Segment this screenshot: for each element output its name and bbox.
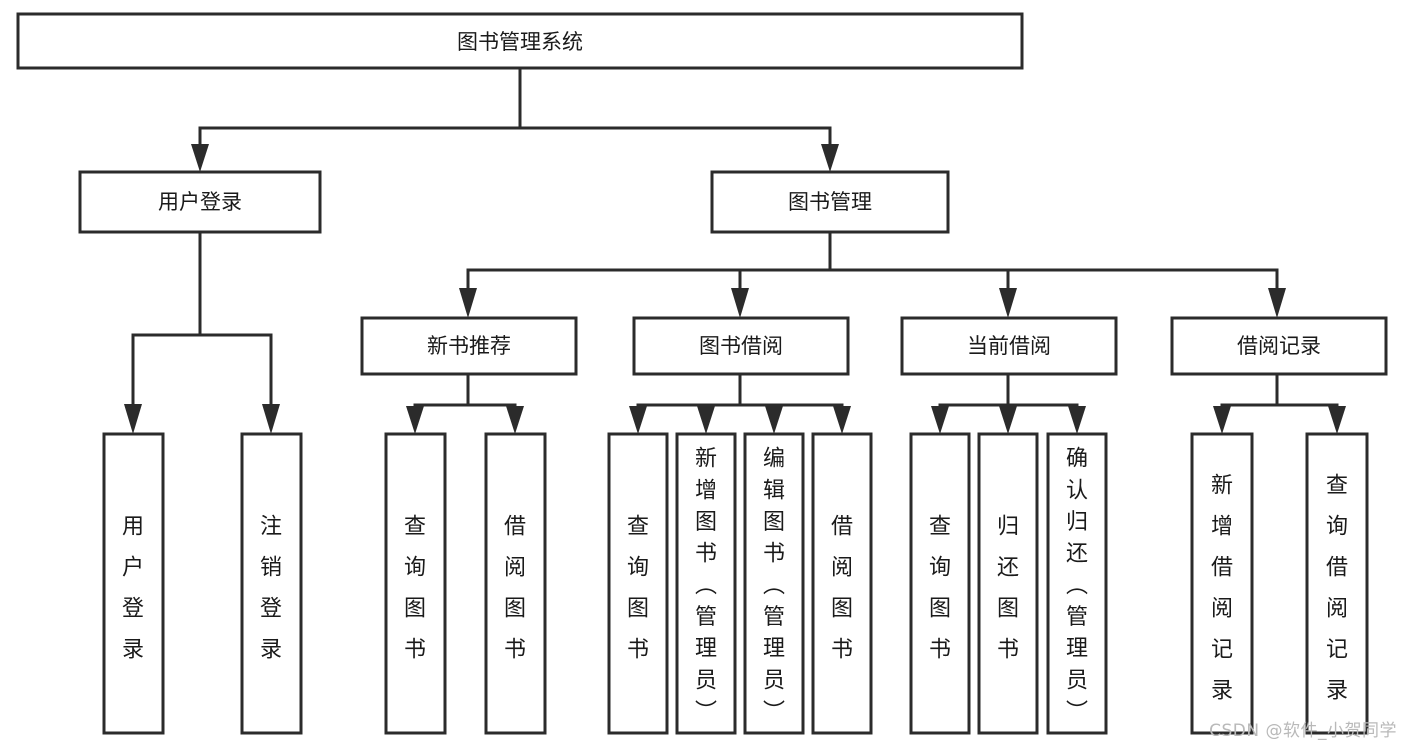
leaf-nbr-query-book-label: 查询图书 — [404, 514, 426, 662]
node-book-borrow-box[interactable] — [632, 316, 850, 376]
arrowhead-cb-confirm-return — [1068, 406, 1086, 434]
arrowhead-bb-query-book — [629, 406, 647, 434]
leaf-cb-query-book-box[interactable] — [909, 432, 971, 735]
leaf-nbr-borrow-book[interactable]: 借阅图书 — [484, 432, 547, 735]
node-current-borrow-label: 当前借阅 — [967, 334, 1051, 358]
node-current-borrow[interactable]: 当前借阅 — [900, 316, 1118, 376]
arrowhead-current-borrow — [999, 288, 1017, 318]
node-borrow-record-label: 借阅记录 — [1237, 334, 1321, 358]
leaf-cb-return-book[interactable]: 归还图书 — [977, 432, 1039, 735]
leaf-nbr-borrow-book-box[interactable] — [484, 432, 547, 735]
leaf-br-query-record-label: 查询借阅记录 — [1326, 473, 1348, 703]
arrowhead-book-borrow — [731, 288, 749, 318]
leaf-nbr-borrow-book-label: 借阅图书 — [504, 514, 526, 662]
arrowhead-new-book-rec — [459, 288, 477, 318]
node-book-management[interactable]: 图书管理 — [710, 170, 950, 234]
leaf-bb-query-book-label: 查询图书 — [627, 514, 649, 662]
arrowhead-leaf-user-login — [124, 404, 142, 434]
leaf-nbr-query-book[interactable]: 查询图书 — [384, 432, 447, 735]
leaf-user-login[interactable]: 用户登录 — [102, 432, 165, 735]
leaf-bb-add-book[interactable]: 新增图书︵管理员︶ — [675, 432, 737, 735]
arrowhead-bb-edit-book — [765, 406, 783, 434]
leaf-user-login-label: 用户登录 — [122, 514, 144, 662]
node-user-login-box[interactable] — [78, 170, 322, 234]
arrowhead-cb-query-book — [931, 406, 949, 434]
arrowhead-br-add-record — [1213, 406, 1231, 434]
arrowhead-br-query-record — [1328, 406, 1346, 434]
leaf-cb-confirm-return[interactable]: 确认归还︵管理员︶ — [1046, 432, 1108, 735]
leaf-logout-label: 注销登录 — [260, 514, 282, 662]
leaf-bb-add-book-box[interactable] — [675, 432, 737, 735]
leaf-bb-borrow-book[interactable]: 借阅图书 — [811, 432, 873, 735]
arrowhead-leaf-logout — [262, 404, 280, 434]
arrowhead-bb-borrow-book — [833, 406, 851, 434]
leaf-cb-confirm-return-label: 确认归还︵管理员︶ — [1066, 447, 1088, 725]
node-new-book-recommend[interactable]: 新书推荐 — [360, 316, 578, 376]
node-root[interactable]: 图书管理系统 — [16, 12, 1024, 70]
arrowhead-borrow-record — [1268, 288, 1286, 318]
leaf-br-add-record[interactable]: 新增借阅记录 — [1190, 432, 1254, 735]
arrowhead-nbr-query-book — [406, 406, 424, 434]
leaf-br-query-record[interactable]: 查询借阅记录 — [1305, 432, 1369, 735]
leaf-bb-edit-book-box[interactable] — [743, 432, 805, 735]
node-borrow-record[interactable]: 借阅记录 — [1170, 316, 1388, 376]
leaf-user-login-box[interactable] — [102, 432, 165, 735]
node-new-book-recommend-box[interactable] — [360, 316, 578, 376]
node-book-management-label: 图书管理 — [788, 190, 872, 214]
leaf-bb-borrow-book-box[interactable] — [811, 432, 873, 735]
leaf-bb-add-book-label: 新增图书︵管理员︶ — [695, 447, 717, 725]
leaf-logout-box[interactable] — [240, 432, 303, 735]
leaf-bb-edit-book-label: 编辑图书︵管理员︶ — [763, 447, 785, 725]
node-user-login[interactable]: 用户登录 — [78, 170, 322, 234]
leaf-cb-confirm-return-box[interactable] — [1046, 432, 1108, 735]
node-book-borrow[interactable]: 图书借阅 — [632, 316, 850, 376]
node-root-label: 图书管理系统 — [457, 30, 583, 54]
arrowhead-nbr-borrow-book — [506, 406, 524, 434]
leaf-bb-query-book[interactable]: 查询图书 — [607, 432, 669, 735]
node-book-borrow-label: 图书借阅 — [699, 334, 783, 358]
node-current-borrow-box[interactable] — [900, 316, 1118, 376]
leaf-br-query-record-box[interactable] — [1305, 432, 1369, 735]
leaf-br-add-record-label: 新增借阅记录 — [1211, 473, 1233, 703]
connector-layer — [124, 66, 1346, 434]
node-root-box[interactable] — [16, 12, 1024, 70]
csdn-watermark: CSDN @软件_小贺同学 — [1209, 721, 1397, 741]
leaf-logout[interactable]: 注销登录 — [240, 432, 303, 735]
leaf-bb-borrow-book-label: 借阅图书 — [831, 514, 853, 662]
node-user-login-label: 用户登录 — [158, 190, 242, 214]
leaf-br-add-record-box[interactable] — [1190, 432, 1254, 735]
leaf-cb-query-book[interactable]: 查询图书 — [909, 432, 971, 735]
arrowhead-book-mgmt — [821, 144, 839, 172]
leaf-cb-query-book-label: 查询图书 — [929, 514, 951, 662]
leaf-bb-query-book-box[interactable] — [607, 432, 669, 735]
leaf-bb-edit-book[interactable]: 编辑图书︵管理员︶ — [743, 432, 805, 735]
arrowhead-user-login — [191, 144, 209, 172]
arrowhead-bb-add-book — [697, 406, 715, 434]
arrowhead-cb-return-book — [999, 406, 1017, 434]
node-new-book-recommend-label: 新书推荐 — [427, 334, 511, 358]
leaf-cb-return-book-box[interactable] — [977, 432, 1039, 735]
node-borrow-record-box[interactable] — [1170, 316, 1388, 376]
leaf-cb-return-book-label: 归还图书 — [997, 514, 1019, 662]
node-book-management-box[interactable] — [710, 170, 950, 234]
leaf-nbr-query-book-box[interactable] — [384, 432, 447, 735]
